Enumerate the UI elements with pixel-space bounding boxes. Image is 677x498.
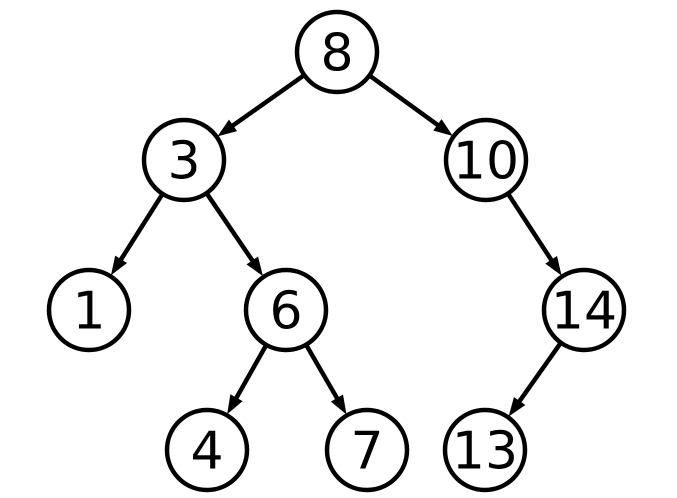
edge-6-4	[227, 343, 269, 415]
node-label-6: 6	[269, 282, 302, 342]
edge-8-3	[217, 73, 306, 137]
edge-14-13	[508, 341, 563, 417]
arrowhead-icon-8-3	[217, 119, 238, 137]
edge-line-8-3	[230, 73, 306, 129]
edge-3-6	[204, 191, 263, 277]
edge-line-6-4	[233, 343, 269, 401]
edge-10-14	[505, 192, 562, 276]
node-circle-13	[442, 407, 528, 493]
node-circle-6	[243, 267, 329, 353]
node-circle-10	[443, 117, 529, 203]
tree-node-14: 14	[541, 267, 627, 353]
node-label-13: 13	[452, 422, 518, 482]
node-label-14: 14	[551, 282, 617, 342]
edge-3-1	[110, 192, 165, 276]
tree-node-8: 8	[294, 9, 380, 95]
arrowhead-icon-6-7	[330, 394, 347, 415]
edge-line-6-7	[304, 343, 340, 401]
node-circle-7	[324, 407, 410, 493]
edge-8-10	[368, 73, 453, 136]
node-circle-4	[164, 407, 250, 493]
arrowhead-icon-14-13	[508, 396, 526, 417]
arrowhead-icon-3-6	[246, 256, 263, 277]
tree-node-10: 10	[443, 117, 529, 203]
node-label-7: 7	[350, 422, 383, 482]
tree-node-1: 1	[46, 267, 132, 353]
arrowhead-icon-6-4	[227, 394, 243, 415]
node-label-4: 4	[190, 422, 223, 482]
node-circle-8	[294, 9, 380, 95]
tree-node-13: 13	[442, 407, 528, 493]
tree-node-6: 6	[243, 267, 329, 353]
node-label-3: 3	[167, 132, 200, 192]
node-label-10: 10	[453, 132, 519, 192]
node-circle-1	[46, 267, 132, 353]
node-circle-3	[141, 117, 227, 203]
edge-line-3-6	[204, 191, 256, 264]
edge-line-3-1	[118, 192, 165, 263]
arrowhead-icon-8-10	[433, 119, 453, 136]
node-label-1: 1	[72, 282, 105, 342]
tree-node-4: 4	[164, 407, 250, 493]
edge-line-10-14	[505, 192, 555, 263]
edge-line-8-10	[368, 73, 441, 128]
tree-node-3: 3	[141, 117, 227, 203]
arrowhead-icon-10-14	[545, 255, 562, 276]
edge-6-7	[304, 343, 347, 415]
node-label-8: 8	[320, 24, 353, 84]
edge-line-14-13	[516, 341, 563, 404]
arrowhead-icon-3-1	[110, 255, 128, 276]
tree-node-7: 7	[324, 407, 410, 493]
node-circle-14	[541, 267, 627, 353]
